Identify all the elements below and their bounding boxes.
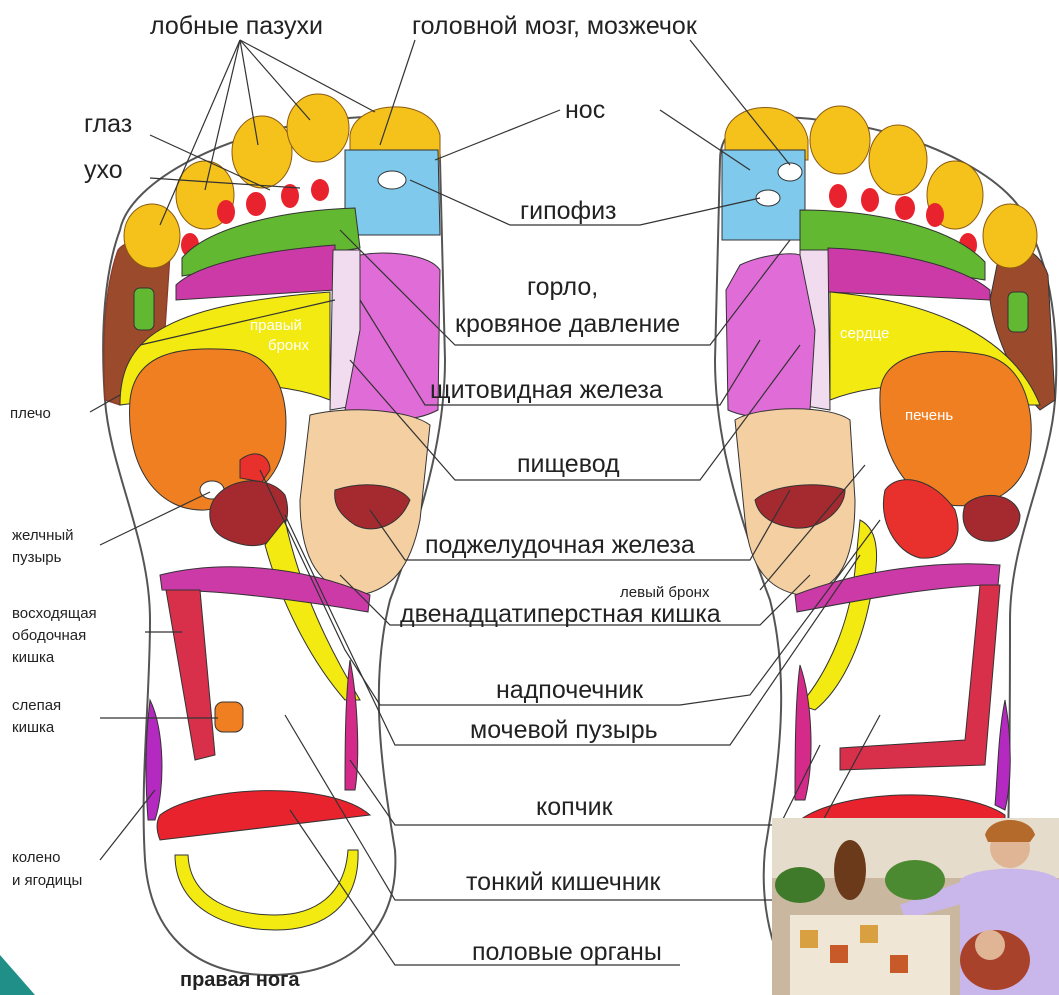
right-shoulder-green [134, 288, 154, 330]
label-shoulder: плечо [10, 405, 51, 422]
label-ascending-colon-line3: кишка [12, 649, 55, 666]
label-knee-line1: колено [12, 849, 60, 866]
label-throat-line1: горло, [527, 273, 598, 301]
right-sinus-dot [311, 179, 329, 201]
label-throat-line2: кровяное давление [455, 310, 680, 338]
label-right-bronchus-line1: правый [250, 317, 302, 334]
classroom-photo [772, 818, 1059, 995]
corner-decoration [0, 955, 35, 995]
label-heart: сердце [840, 325, 889, 342]
label-nose: нос [565, 96, 605, 124]
label-pancreas: поджелудочная железа [425, 531, 695, 559]
label-coccyx: копчик [536, 793, 614, 821]
label-bladder: мочевой пузырь [470, 716, 658, 744]
left-toe-2 [810, 106, 870, 174]
label-gallbladder-line1: желчный [12, 527, 74, 544]
label-pituitary: гипофиз [520, 197, 617, 225]
label-gallbladder-line2: пузырь [12, 549, 62, 566]
label-ear: ухо [84, 156, 123, 184]
label-right-bronchus-line2: бронх [268, 337, 310, 354]
label-cecum-line2: кишка [12, 719, 55, 736]
left-sinus-dot [829, 184, 847, 208]
label-ascending-colon-line2: ободочная [12, 627, 86, 644]
label-knee-line2: и ягодицы [12, 872, 82, 889]
label-cecum-line1: слепая [12, 697, 61, 714]
left-sinus-dot [926, 203, 944, 227]
right-pituitary-dot [378, 171, 406, 189]
label-genitals: половые органы [472, 938, 662, 966]
label-ascending-colon-line1: восходящая [12, 605, 97, 622]
left-sinus-dot [895, 196, 915, 220]
label-liver: печень [905, 407, 953, 424]
left-kidney-zone [963, 495, 1020, 541]
label-thyroid: щитовидная железа [430, 376, 663, 404]
right-toe-5 [124, 204, 180, 268]
right-sinus-dot [246, 192, 266, 216]
left-thyroid-zone [726, 254, 815, 418]
label-frontal-sinuses: лобные пазухи [150, 12, 323, 40]
label-adrenal: надпочечник [496, 676, 644, 704]
right-sinus-dot [217, 200, 235, 224]
label-small-intestine: тонкий кишечник [466, 868, 662, 896]
label-brain-cerebellum: головной мозг, мозжечок [412, 12, 698, 40]
label-duodenum: двенадцатиперстная кишка [400, 600, 721, 628]
label-eye: глаз [84, 110, 132, 138]
left-sinus-dot [861, 188, 879, 212]
left-brain-dot [778, 163, 802, 181]
left-toe-5 [983, 204, 1037, 268]
left-shoulder-green [1008, 292, 1028, 332]
right-cecum-zone [215, 702, 243, 732]
label-left-bronchus: левый бронх [620, 584, 710, 601]
left-toe-3 [869, 125, 927, 195]
right-nose-zone [345, 150, 440, 235]
right-foot [103, 94, 445, 975]
label-right-foot: правая нога [180, 969, 300, 991]
label-esophagus: пищевод [517, 450, 620, 478]
